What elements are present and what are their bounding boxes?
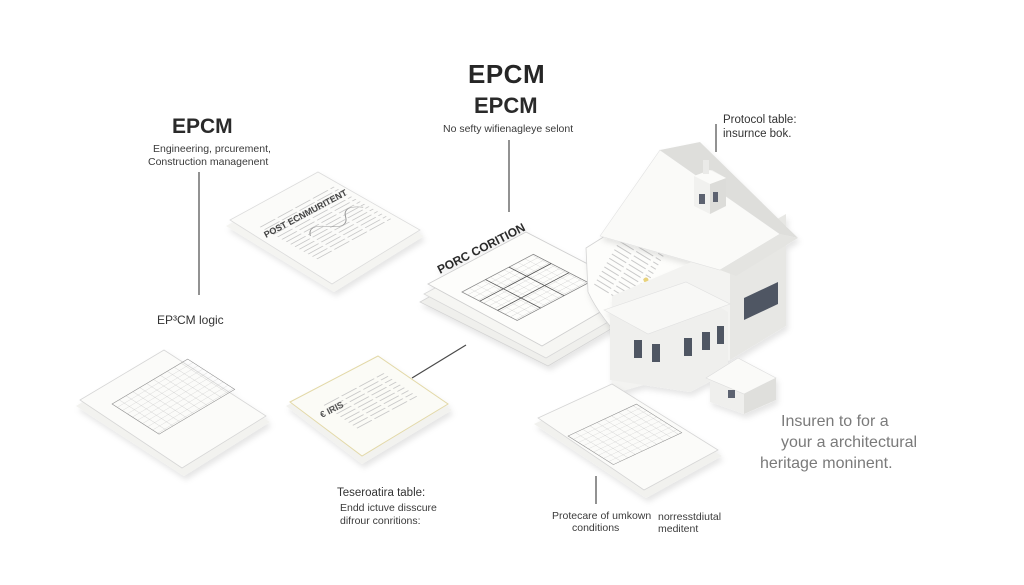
right-line-3: heritage moninent. bbox=[760, 455, 893, 472]
protocol-line-2: insurnce bok. bbox=[723, 128, 792, 140]
left-line-2: Construction managenent bbox=[148, 156, 269, 168]
document-bottom-right bbox=[534, 383, 722, 498]
bottom2-line-2: conditions bbox=[572, 522, 620, 534]
top-title: EPCM bbox=[468, 59, 546, 89]
right-line-1: Insuren to for a bbox=[781, 413, 889, 430]
bottom1-line-3: difrour conritions: bbox=[340, 515, 421, 527]
top-subtitle: EPCM bbox=[474, 93, 538, 118]
bottom3-line-2: meditent bbox=[658, 523, 699, 535]
right-line-2: your a architectural bbox=[781, 434, 918, 451]
heritage-house-illustration bbox=[599, 142, 798, 414]
connector-lines bbox=[198, 124, 717, 504]
bottom1-line-1: Teseroatira table: bbox=[337, 487, 426, 499]
logic-label: EP³CM logic bbox=[157, 313, 224, 327]
document-bottom-left bbox=[76, 349, 270, 476]
left-line-1: Engineering, prcurement, bbox=[153, 143, 271, 155]
document-bottom-center: € IRIS bbox=[286, 355, 452, 464]
left-title: EPCM bbox=[172, 115, 233, 138]
bottom2-line-1: Protecare of umkown bbox=[552, 510, 652, 522]
top-caption: No sefty wifienagleye selont bbox=[443, 123, 574, 135]
document-top-left: POST ECNMURITENT bbox=[226, 171, 424, 292]
bottom3-line-1: norresstdiutal bbox=[658, 511, 722, 523]
connector-diagonal bbox=[411, 344, 467, 379]
protocol-line-1: Protocol table: bbox=[723, 114, 797, 126]
bottom1-line-2: Endd ictuve disscure bbox=[340, 502, 437, 514]
document-center-stack: PORC CORITION bbox=[419, 220, 651, 367]
